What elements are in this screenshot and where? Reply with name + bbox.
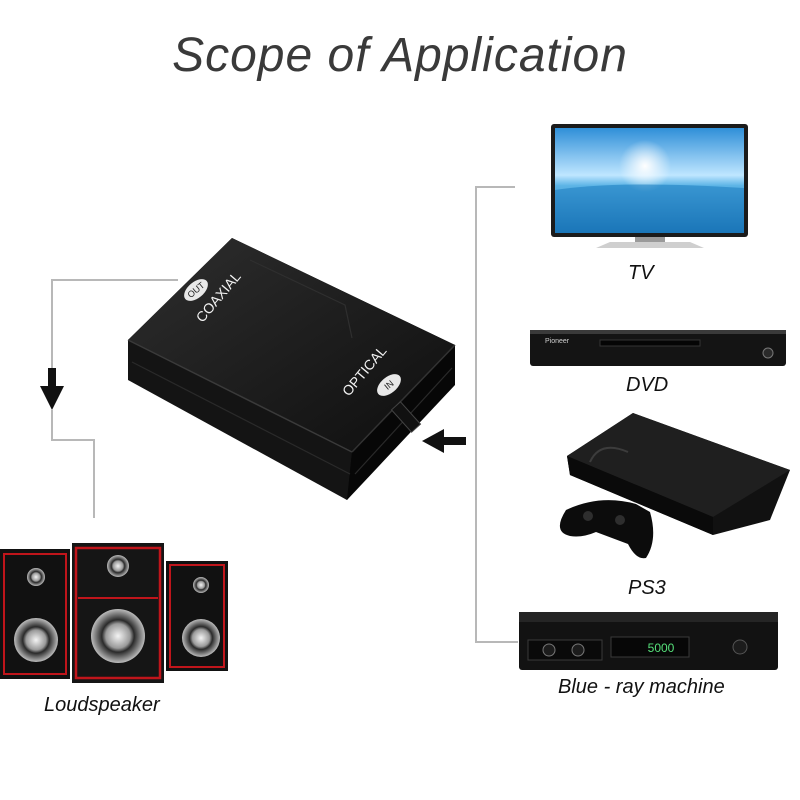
converter-box: OUT COAXIAL OPTICAL IN: [127, 238, 456, 500]
ps3-label: PS3: [628, 577, 666, 599]
source-connector-lines: [475, 186, 518, 643]
dvd-label: DVD: [626, 374, 669, 396]
out-port: [184, 279, 208, 301]
tv-label: TV: [628, 262, 654, 284]
bluray-device: 5000: [519, 612, 778, 670]
dvd-brand-label: Pioneer: [545, 338, 570, 345]
left-arrow-icon: [422, 429, 466, 453]
speaker-left: [0, 549, 70, 679]
speaker-center: [72, 543, 164, 683]
output-line-to-speaker: [51, 410, 95, 518]
speaker-right: [166, 561, 228, 671]
page-title: Scope of Application: [172, 29, 628, 82]
output-connector-lines: [51, 279, 178, 518]
ps3-device: [567, 413, 790, 535]
controller-icon: [559, 500, 654, 559]
loudspeaker-label: Loudspeaker: [44, 694, 160, 716]
source-bus-line: [475, 186, 518, 643]
dvd-device: Pioneer: [530, 330, 786, 366]
tv-device: [551, 124, 748, 248]
bluray-label: Blue - ray machine: [558, 676, 725, 698]
down-arrow-icon: [40, 368, 64, 410]
bluray-display: 5000: [648, 641, 675, 655]
in-port: [377, 374, 401, 396]
output-line: [51, 279, 178, 374]
